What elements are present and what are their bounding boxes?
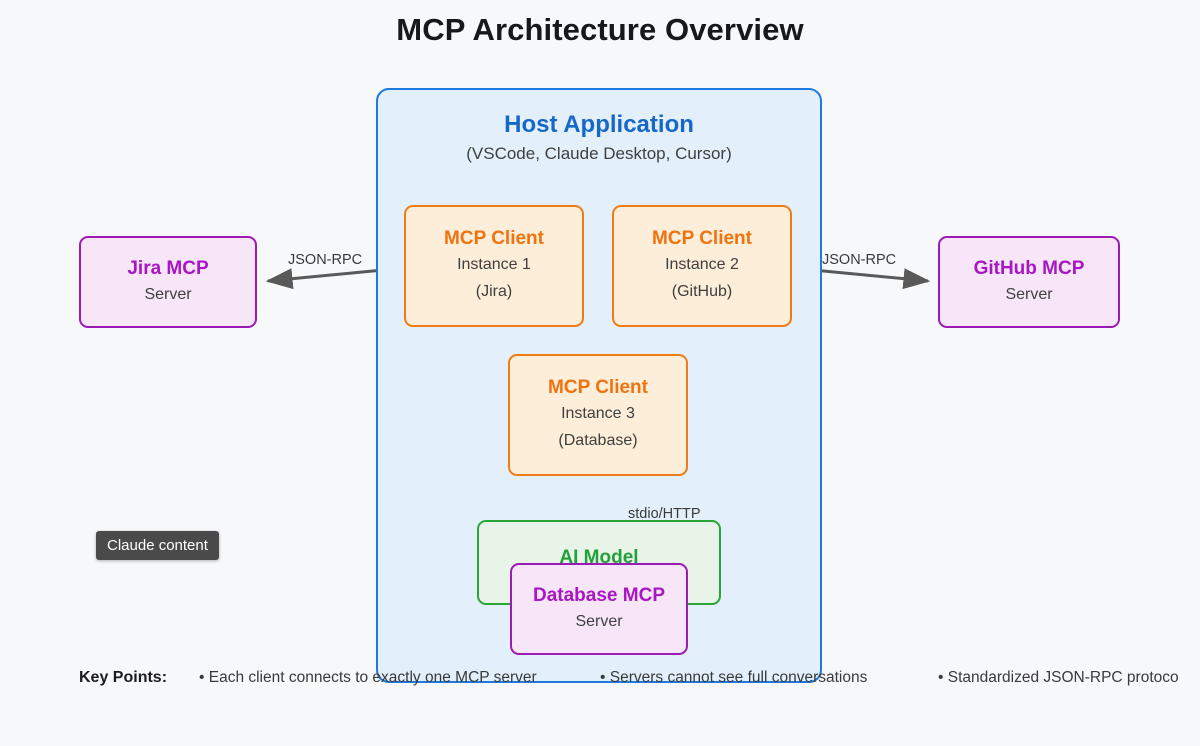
edge-label-jsonrpc-right: JSON-RPC <box>822 252 897 268</box>
key-point-item-2: • Servers cannot see full conversations <box>600 669 868 686</box>
github-mcp-server-box[interactable]: GitHub MCP Server <box>938 236 1120 328</box>
github-mcp-server-title: GitHub MCP <box>973 257 1085 279</box>
host-application-subtitle: (VSCode, Claude Desktop, Cursor) <box>466 144 732 163</box>
database-mcp-server-box[interactable]: Database MCP Server <box>510 563 688 655</box>
mcp-client-2-title: MCP Client <box>652 228 752 249</box>
mcp-client-3-target: (Database) <box>558 432 638 449</box>
mcp-client-instance-1-box[interactable]: MCP Client Instance 1 (Jira) <box>404 205 584 327</box>
jira-mcp-server-title: Jira MCP <box>127 257 209 279</box>
key-points-bar: Key Points: • Each client connects to ex… <box>0 665 1200 691</box>
database-mcp-server-title: Database MCP <box>533 584 665 606</box>
edge-label-jsonrpc-left: JSON-RPC <box>288 252 363 268</box>
claude-content-tooltip: Claude content <box>96 531 219 560</box>
host-application-title: Host Application <box>504 111 694 138</box>
key-points-label: Key Points: <box>79 669 168 686</box>
mcp-client-1-title: MCP Client <box>444 228 544 249</box>
edge-label-stdio-http: stdio/HTTP <box>628 506 701 522</box>
key-point-item-1: • Each client connects to exactly one MC… <box>199 669 537 686</box>
mcp-client-3-title: MCP Client <box>548 377 648 398</box>
mcp-client-1-instance: Instance 1 <box>457 256 531 273</box>
jira-mcp-server-box[interactable]: Jira MCP Server <box>79 236 257 328</box>
mcp-client-2-instance: Instance 2 <box>665 256 739 273</box>
mcp-client-instance-3-box[interactable]: MCP Client Instance 3 (Database) <box>508 354 688 476</box>
mcp-client-instance-2-box[interactable]: MCP Client Instance 2 (GitHub) <box>612 205 792 327</box>
jira-mcp-server-subtitle: Server <box>144 285 192 303</box>
mcp-client-1-target: (Jira) <box>475 283 513 300</box>
mcp-client-2-target: (GitHub) <box>671 283 733 300</box>
page-title: MCP Architecture Overview <box>396 12 804 47</box>
claude-content-tooltip-text: Claude content <box>107 537 208 554</box>
github-mcp-server-subtitle: Server <box>1005 285 1053 303</box>
database-mcp-server-subtitle: Server <box>575 612 623 630</box>
mcp-client-3-instance: Instance 3 <box>561 405 635 422</box>
key-point-item-3: • Standardized JSON-RPC protoco <box>938 669 1179 686</box>
